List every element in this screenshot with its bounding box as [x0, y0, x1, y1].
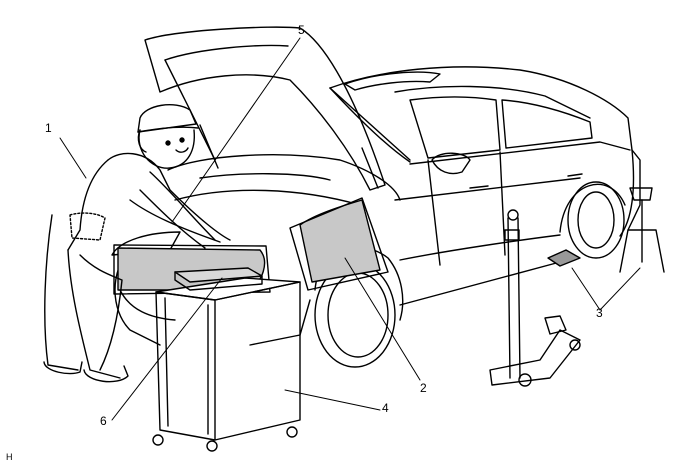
callout-2: 2 — [420, 381, 427, 395]
callout-5: 5 — [298, 23, 305, 37]
floor-jack — [489, 209, 581, 387]
figure-code: H — [6, 452, 13, 462]
mechanic — [43, 104, 231, 383]
callout-6: 6 — [100, 414, 107, 428]
fender-cover-side — [289, 197, 389, 291]
wheel-chock — [547, 249, 581, 267]
callout-1: 1 — [45, 121, 52, 135]
jack-stand — [619, 187, 665, 273]
service-cart — [152, 267, 301, 452]
callout-3: 3 — [596, 306, 603, 320]
leader-lines — [59, 37, 641, 421]
callout-4: 4 — [382, 401, 389, 415]
